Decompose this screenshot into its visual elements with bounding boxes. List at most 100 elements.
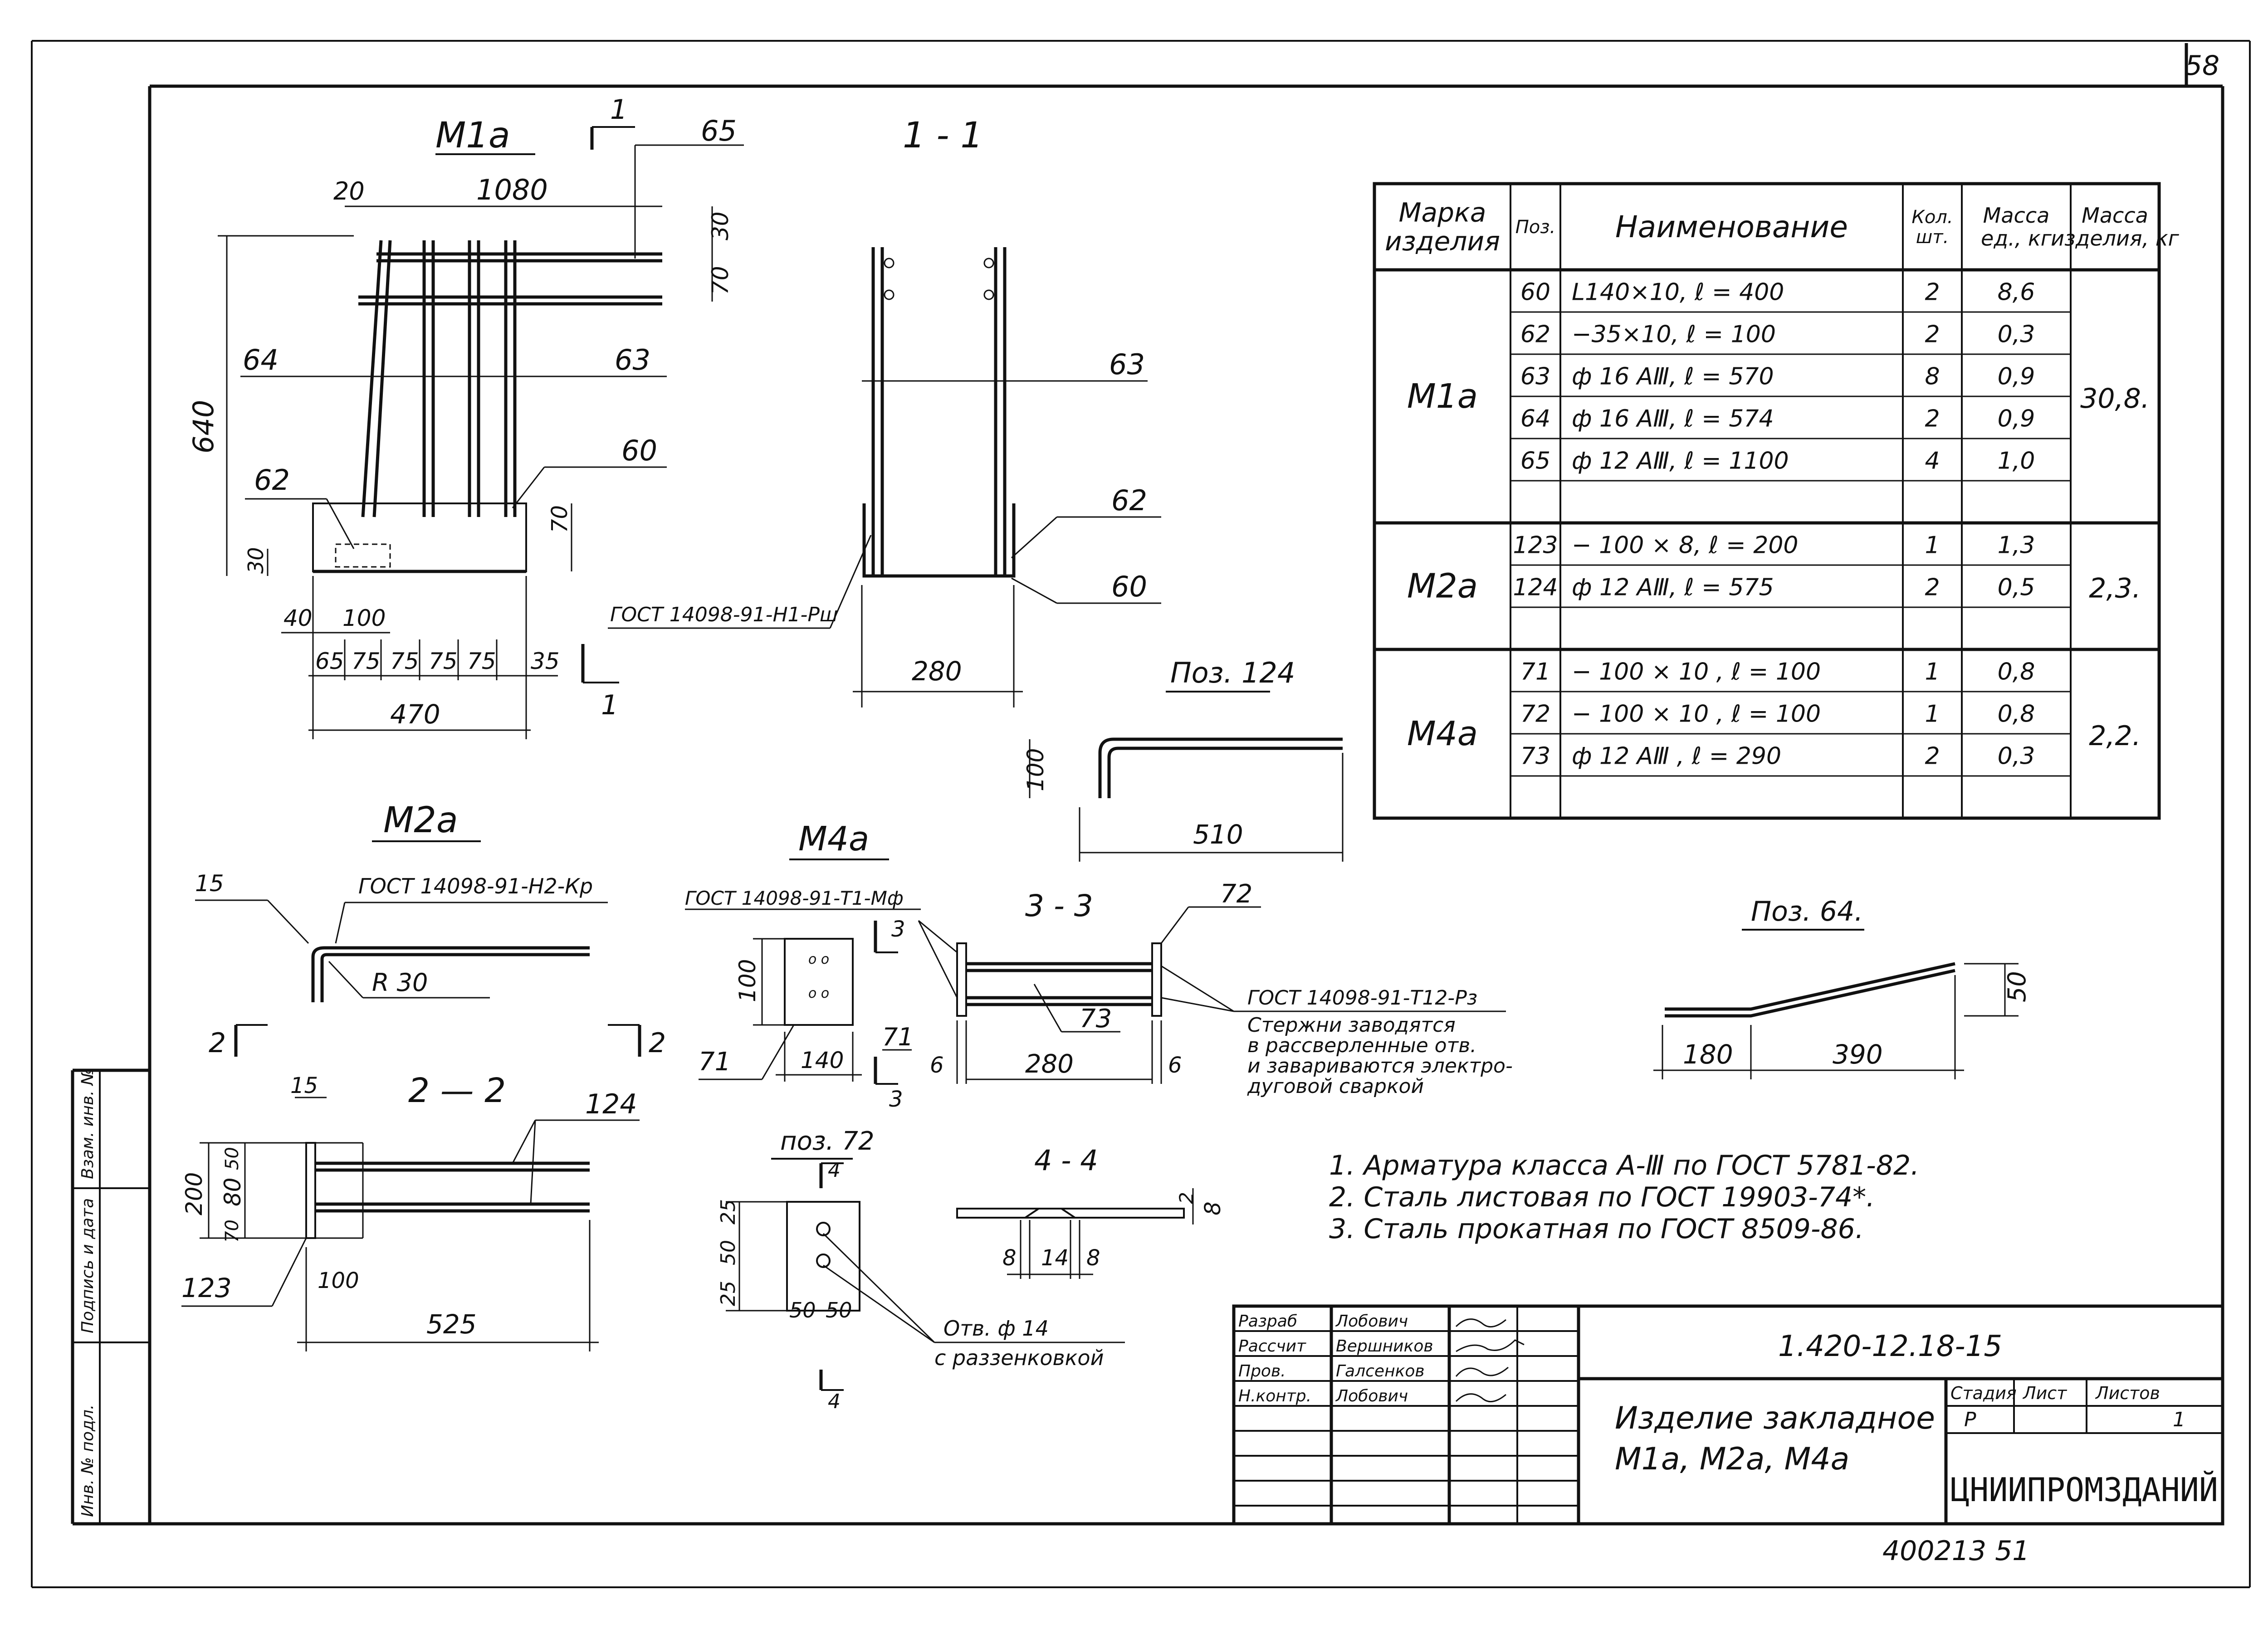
spec-qty: 2	[1925, 743, 1940, 770]
m1a-dim-470: 470	[390, 699, 440, 730]
spec-mass: 0,5	[1998, 574, 2035, 601]
tb-role-2: Рассчит	[1238, 1337, 1306, 1356]
m1a-dim-30: 30	[707, 211, 733, 240]
poz72-dim-50b: 50	[789, 1298, 816, 1322]
poz124-dim-510: 510	[1193, 819, 1243, 850]
signature-1	[1455, 1318, 1506, 1328]
spec-mass: 0,9	[1998, 363, 2035, 390]
m1a-dim-75b: 75	[390, 648, 419, 674]
drawing-section-1-1: 1 - 1 63 62 60 ГОСТ 14098-91-Н1-Рш 280	[608, 115, 1161, 707]
spec-total: 30,8.	[2080, 383, 2150, 415]
spec-mass: 0,3	[1998, 321, 2035, 348]
spec-pos: 62	[1520, 321, 1550, 348]
m1a-dim-65b: 65	[315, 648, 344, 674]
tb-title-1: Изделие закладное	[1615, 1400, 1935, 1436]
title-block: Разраб Лобович Рассчит Вершников Пров. Г…	[1232, 1304, 2224, 1526]
side-stamp: Взам. инв. № Подпись и дата Инв. № подл.	[71, 1068, 150, 1524]
note-2: 2. Сталь листовая по ГОСТ 19903-74*.	[1329, 1181, 1875, 1213]
sec33-weld: ГОСТ 14098-91-Т12-Рз	[1247, 986, 1477, 1010]
spec-mark: М2а	[1407, 567, 1478, 606]
spec-pos: 64	[1520, 405, 1550, 433]
sec44-dim-8b: 8	[1086, 1245, 1100, 1271]
m4a-dim-140: 140	[801, 1047, 844, 1073]
drawing-section-4-4: 4 - 4 8 14 8 2 8	[956, 1144, 1226, 1279]
sec33-pos-72: 72	[1220, 879, 1252, 909]
poz72-dim-50a: 50	[717, 1240, 740, 1265]
spec-mass: 0,9	[1998, 405, 2035, 433]
poz124-dim-100: 100	[1022, 748, 1049, 791]
spec-header-3: Кол.	[1911, 207, 1953, 228]
spec-name: −35×10, ℓ = 100	[1572, 321, 1776, 348]
spec-name: ф 16 AⅢ, ℓ = 570	[1572, 363, 1774, 390]
sec11-weld: ГОСТ 14098-91-Н1-Рш	[610, 603, 838, 626]
tb-org: ЦНИИПРОМЗДАНИЙ	[1950, 1471, 2218, 1509]
m2a-weld: ГОСТ 14098-91-Н2-Кр	[358, 874, 593, 898]
m1a-sec-mark-b: 1	[601, 689, 618, 721]
m1a-title: М1а	[435, 115, 510, 156]
tb-name-1: Лобович	[1335, 1312, 1408, 1331]
spec-qty: 1	[1925, 658, 1940, 686]
spec-qty: 8	[1925, 363, 1940, 390]
spec-header-4: ед., кг	[1981, 226, 2052, 250]
spec-pos: 60	[1520, 279, 1550, 306]
stamp-podpis: Подпись и дата	[78, 1198, 97, 1333]
drawing-m1a: М1а 1 65 20 1080 30 70 640	[187, 94, 744, 739]
tb-code: 1.420-12.18-15	[1778, 1330, 2002, 1363]
sec33-note-1: Стержни заводятся	[1247, 1014, 1456, 1037]
m1a-dim-75c: 75	[429, 648, 458, 674]
sec22-dim-50: 50	[222, 1147, 243, 1170]
spec-header-0: изделия	[1385, 226, 1500, 257]
sec22-dim-200: 200	[181, 1172, 207, 1215]
tb-role-3: Пров.	[1238, 1362, 1286, 1380]
m4a-dim-100: 100	[734, 959, 761, 1002]
poz72-sec-mark: 4	[828, 1159, 841, 1182]
spec-mass: 1,3	[1998, 532, 2035, 559]
spec-header-5: изделия, кг	[2051, 226, 2179, 250]
m2a-sec-mark-r: 2	[649, 1027, 666, 1059]
tb-sheets-label: Листов	[2095, 1383, 2160, 1403]
spec-mass: 0,8	[1998, 701, 2035, 728]
spec-pos: 124	[1513, 574, 1558, 601]
tb-title-2: М1а, М2а, М4а	[1615, 1441, 1849, 1477]
poz64-dim-390: 390	[1833, 1039, 1883, 1070]
sec22-dim-80: 80	[220, 1177, 246, 1206]
spec-header-3: шт.	[1916, 227, 1949, 248]
sec33-pos-73: 73	[1080, 1004, 1112, 1034]
sec44-dim-14: 14	[1041, 1245, 1069, 1271]
m1a-dim-40: 40	[284, 605, 313, 631]
sec11-dim-280: 280	[912, 656, 962, 687]
spec-qty: 2	[1925, 321, 1940, 348]
poz64-dim-180: 180	[1683, 1039, 1733, 1070]
m1a-dim-30b: 30	[244, 547, 268, 574]
spec-name: ф 12 AⅢ, ℓ = 1100	[1572, 448, 1789, 475]
sec33-title: 3 - 3	[1025, 888, 1093, 923]
m4a-sec-mark-b: 3	[889, 1087, 903, 1112]
m4a-pos-71: 71	[699, 1047, 731, 1077]
spec-pos: 65	[1520, 448, 1550, 475]
m2a-sec-mark-l: 2	[209, 1027, 226, 1059]
spec-header-2: Наименование	[1615, 210, 1848, 244]
spec-qty: 2	[1925, 405, 1940, 433]
sec33-note-4: дуговой сваркой	[1247, 1075, 1424, 1098]
sec44-title: 4 - 4	[1034, 1144, 1098, 1177]
spec-total: 2,2.	[2089, 720, 2141, 752]
sec44-dim-8a: 8	[1002, 1245, 1017, 1271]
m1a-dim-70b: 70	[547, 505, 572, 533]
m2a-title: М2а	[383, 800, 458, 841]
spec-header-0: Марка	[1399, 197, 1486, 228]
note-1: 1. Арматура класса А-Ⅲ по ГОСТ 5781-82.	[1329, 1150, 1919, 1181]
spec-mass: 8,6	[1998, 279, 2035, 306]
m2a-radius: R 30	[372, 968, 428, 997]
tb-sheets: 1	[2173, 1408, 2185, 1431]
spec-qty: 4	[1925, 448, 1940, 475]
spec-pos: 73	[1520, 743, 1550, 770]
spec-qty: 2	[1925, 574, 1940, 601]
sec22-dim-70: 70	[222, 1219, 243, 1243]
spec-name: ф 12 AⅢ, ℓ = 575	[1572, 574, 1774, 601]
spec-header-4: Масса	[1983, 203, 2050, 228]
m1a-dim-35: 35	[531, 648, 560, 674]
tb-stage: Р	[1964, 1408, 1976, 1431]
sec11-pos-63: 63	[1109, 348, 1145, 381]
drawing-m2a: М2а 15 ГОСТ 14098-91-Н2-Кр R 30 2 2	[195, 800, 666, 1059]
